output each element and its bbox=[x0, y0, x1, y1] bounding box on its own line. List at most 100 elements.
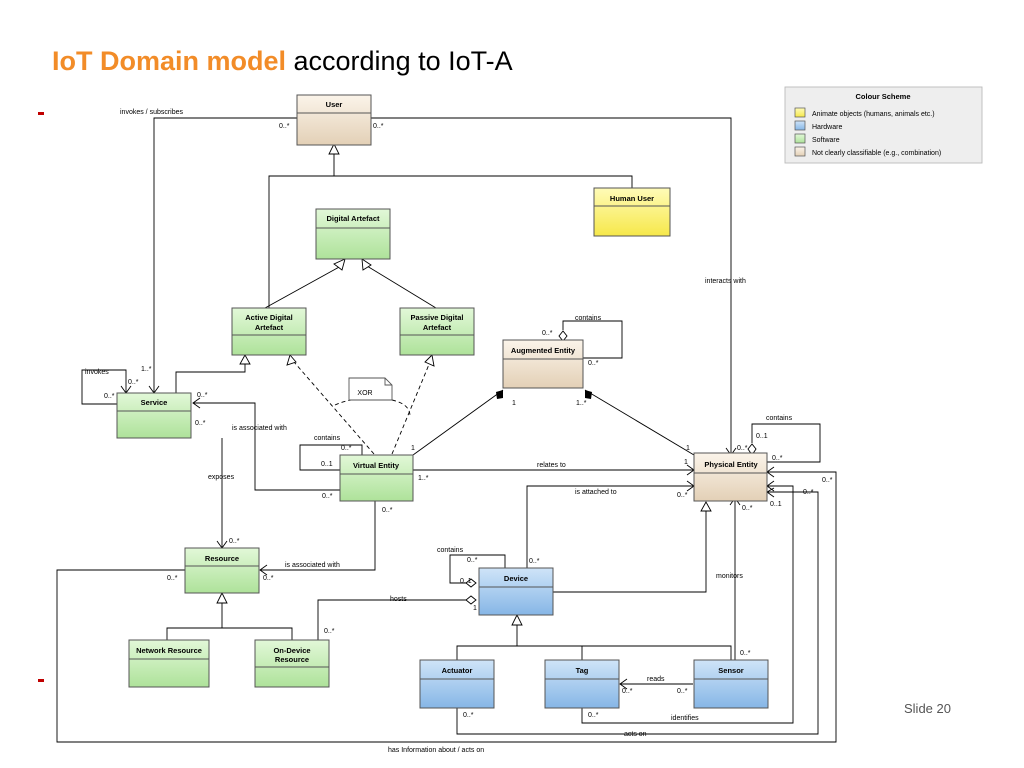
arrowhead-service-assoc bbox=[192, 397, 201, 409]
class-sensor: Sensor bbox=[693, 659, 769, 709]
arrowhead-reads bbox=[619, 678, 628, 690]
label-relates-to: relates to bbox=[537, 462, 566, 469]
class-active-name: Active Digital bbox=[245, 313, 293, 322]
class-resource-name: Resource bbox=[205, 554, 239, 563]
edge-augmented-to-ve bbox=[412, 389, 504, 456]
mult-ve-aug: 1 bbox=[411, 445, 415, 452]
multiplicities: 0..* 0..* 1..* 0..* 0..* 0..* 0..* 0..* … bbox=[104, 123, 833, 719]
mult-on-device-hosts: 0..* bbox=[324, 628, 335, 635]
edge-gen-active-to-digital bbox=[264, 265, 342, 309]
edge-invokes-subscribes bbox=[153, 117, 297, 393]
legend-item-mixed: Not clearly classifiable (e.g., combinat… bbox=[812, 150, 941, 157]
mult-pe-has-info: 0..* bbox=[822, 477, 833, 484]
class-device-name: Device bbox=[504, 574, 528, 583]
gen-triangle-ve-active bbox=[286, 354, 297, 366]
gen-triangle-pe bbox=[700, 501, 712, 512]
class-network-resource-name: Network Resource bbox=[136, 646, 202, 655]
class-tag: Tag bbox=[544, 659, 620, 709]
gen-triangle-user bbox=[328, 142, 340, 155]
colour-scheme-legend: Colour Scheme Animate objects (humans, a… bbox=[784, 86, 983, 164]
class-physical-entity-name: Physical Entity bbox=[704, 460, 758, 469]
label-attached-to: is attached to bbox=[575, 489, 617, 496]
mult-tag-identifies: 0..* bbox=[588, 712, 599, 719]
label-invokes-subscribes: invokes / subscribes bbox=[120, 109, 184, 116]
class-actuator-name: Actuator bbox=[442, 666, 473, 675]
label-acts-on: acts on bbox=[624, 731, 647, 738]
legend-swatch-animate bbox=[794, 107, 806, 118]
class-on-device-resource: On-Device Resource bbox=[254, 639, 330, 688]
mult-pe-interacts: 0..* bbox=[737, 445, 748, 452]
mult-pe-aug: 1 bbox=[686, 445, 690, 452]
mult-aug-left: 0..* bbox=[542, 330, 553, 337]
edge-interacts-with bbox=[371, 117, 732, 455]
gen-triangle-device bbox=[511, 613, 523, 626]
composition-diamond-pe bbox=[585, 390, 592, 399]
label-interacts-with: interacts with bbox=[705, 278, 746, 285]
mult-pe-contains-2: 0..* bbox=[772, 455, 783, 462]
class-resource: Resource bbox=[184, 547, 260, 594]
mult-pe-contains-1: 0..1 bbox=[756, 433, 768, 440]
mult-user-left: 0..* bbox=[279, 123, 290, 130]
edge-device-subs bbox=[456, 645, 732, 660]
mult-device-contains-left: 0..1 bbox=[460, 578, 472, 585]
class-service: Service bbox=[116, 392, 192, 439]
mult-service-left: 0..* bbox=[104, 393, 115, 400]
mult-service-bottom: 0..* bbox=[195, 420, 206, 427]
legend-item-animate: Animate objects (humans, animals etc.) bbox=[812, 111, 935, 118]
edge-identifies bbox=[581, 485, 794, 724]
composition-diamond-ve bbox=[496, 390, 503, 399]
mult-resource-left: 0..* bbox=[167, 575, 178, 582]
edge-hosts bbox=[317, 599, 466, 640]
label-ve-assoc-resource: is associated with bbox=[285, 562, 340, 569]
label-invokes: invokes bbox=[85, 369, 109, 376]
class-on-device-name: On-Device bbox=[273, 646, 310, 655]
aggregation-hosts bbox=[465, 595, 477, 605]
mult-ve-resource: 0..* bbox=[382, 507, 393, 514]
mult-pe-identifies: 0..1 bbox=[770, 501, 782, 508]
class-virtual-entity: Virtual Entity bbox=[339, 454, 414, 502]
mult-aug-ve: 1 bbox=[512, 400, 516, 407]
mult-aug-pe: 1..* bbox=[576, 400, 587, 407]
gen-triangle-digital-2 bbox=[361, 258, 372, 271]
class-active-name2: Artefact bbox=[255, 323, 284, 332]
aggregation-device bbox=[465, 578, 477, 588]
edge-device-pe bbox=[553, 511, 707, 593]
edge-service-assoc-ve bbox=[193, 402, 340, 491]
class-augmented-name: Augmented Entity bbox=[511, 346, 576, 355]
label-contains-device: contains bbox=[437, 547, 464, 554]
gen-triangle-digital-1 bbox=[333, 258, 346, 271]
xor-note: XOR bbox=[348, 377, 393, 401]
edge-ve-contains bbox=[299, 444, 363, 471]
label-contains-ve: contains bbox=[314, 435, 341, 442]
mult-ve-relates: 1..* bbox=[418, 475, 429, 482]
slide-title: IoT Domain model according to IoT-A bbox=[52, 46, 513, 77]
bullet-marker-bottom bbox=[38, 679, 44, 682]
edge-acts-on bbox=[456, 491, 819, 735]
slide-title-accent: IoT Domain model bbox=[52, 46, 287, 76]
gen-triangle-active bbox=[239, 354, 251, 365]
class-digital-artefact-name: Digital Artefact bbox=[326, 214, 380, 223]
class-service-name: Service bbox=[141, 398, 168, 407]
edge-device-contains bbox=[449, 554, 506, 584]
class-actuator: Actuator bbox=[419, 659, 495, 709]
label-service-assoc: is associated with bbox=[232, 425, 287, 432]
mult-service-invoke-2: 0..* bbox=[128, 379, 139, 386]
slide-title-rest: according to IoT-A bbox=[286, 46, 513, 76]
mult-pe-attached: 0..* bbox=[677, 492, 688, 499]
gen-triangle-resource bbox=[216, 591, 228, 604]
label-hosts: hosts bbox=[390, 596, 407, 603]
mult-aug-right: 0..* bbox=[588, 360, 599, 367]
mult-user-right: 0..* bbox=[373, 123, 384, 130]
mult-pe-monitors: 0..* bbox=[742, 505, 753, 512]
mult-sensor-monitors: 0..* bbox=[740, 650, 751, 657]
edge-resource-subs bbox=[166, 627, 293, 640]
class-augmented-entity: Augmented Entity bbox=[502, 339, 584, 389]
edge-ve-to-active bbox=[293, 361, 375, 455]
mult-resource-top: 0..* bbox=[229, 538, 240, 545]
gen-triangle-ve-passive bbox=[424, 354, 435, 367]
label-has-information: has Information about / acts on bbox=[388, 747, 484, 754]
xor-note-text: XOR bbox=[357, 390, 372, 397]
edge-has-information bbox=[56, 471, 837, 743]
arrowhead-ve-assoc-resource bbox=[259, 564, 268, 576]
edge-augmented-to-pe bbox=[584, 389, 695, 456]
